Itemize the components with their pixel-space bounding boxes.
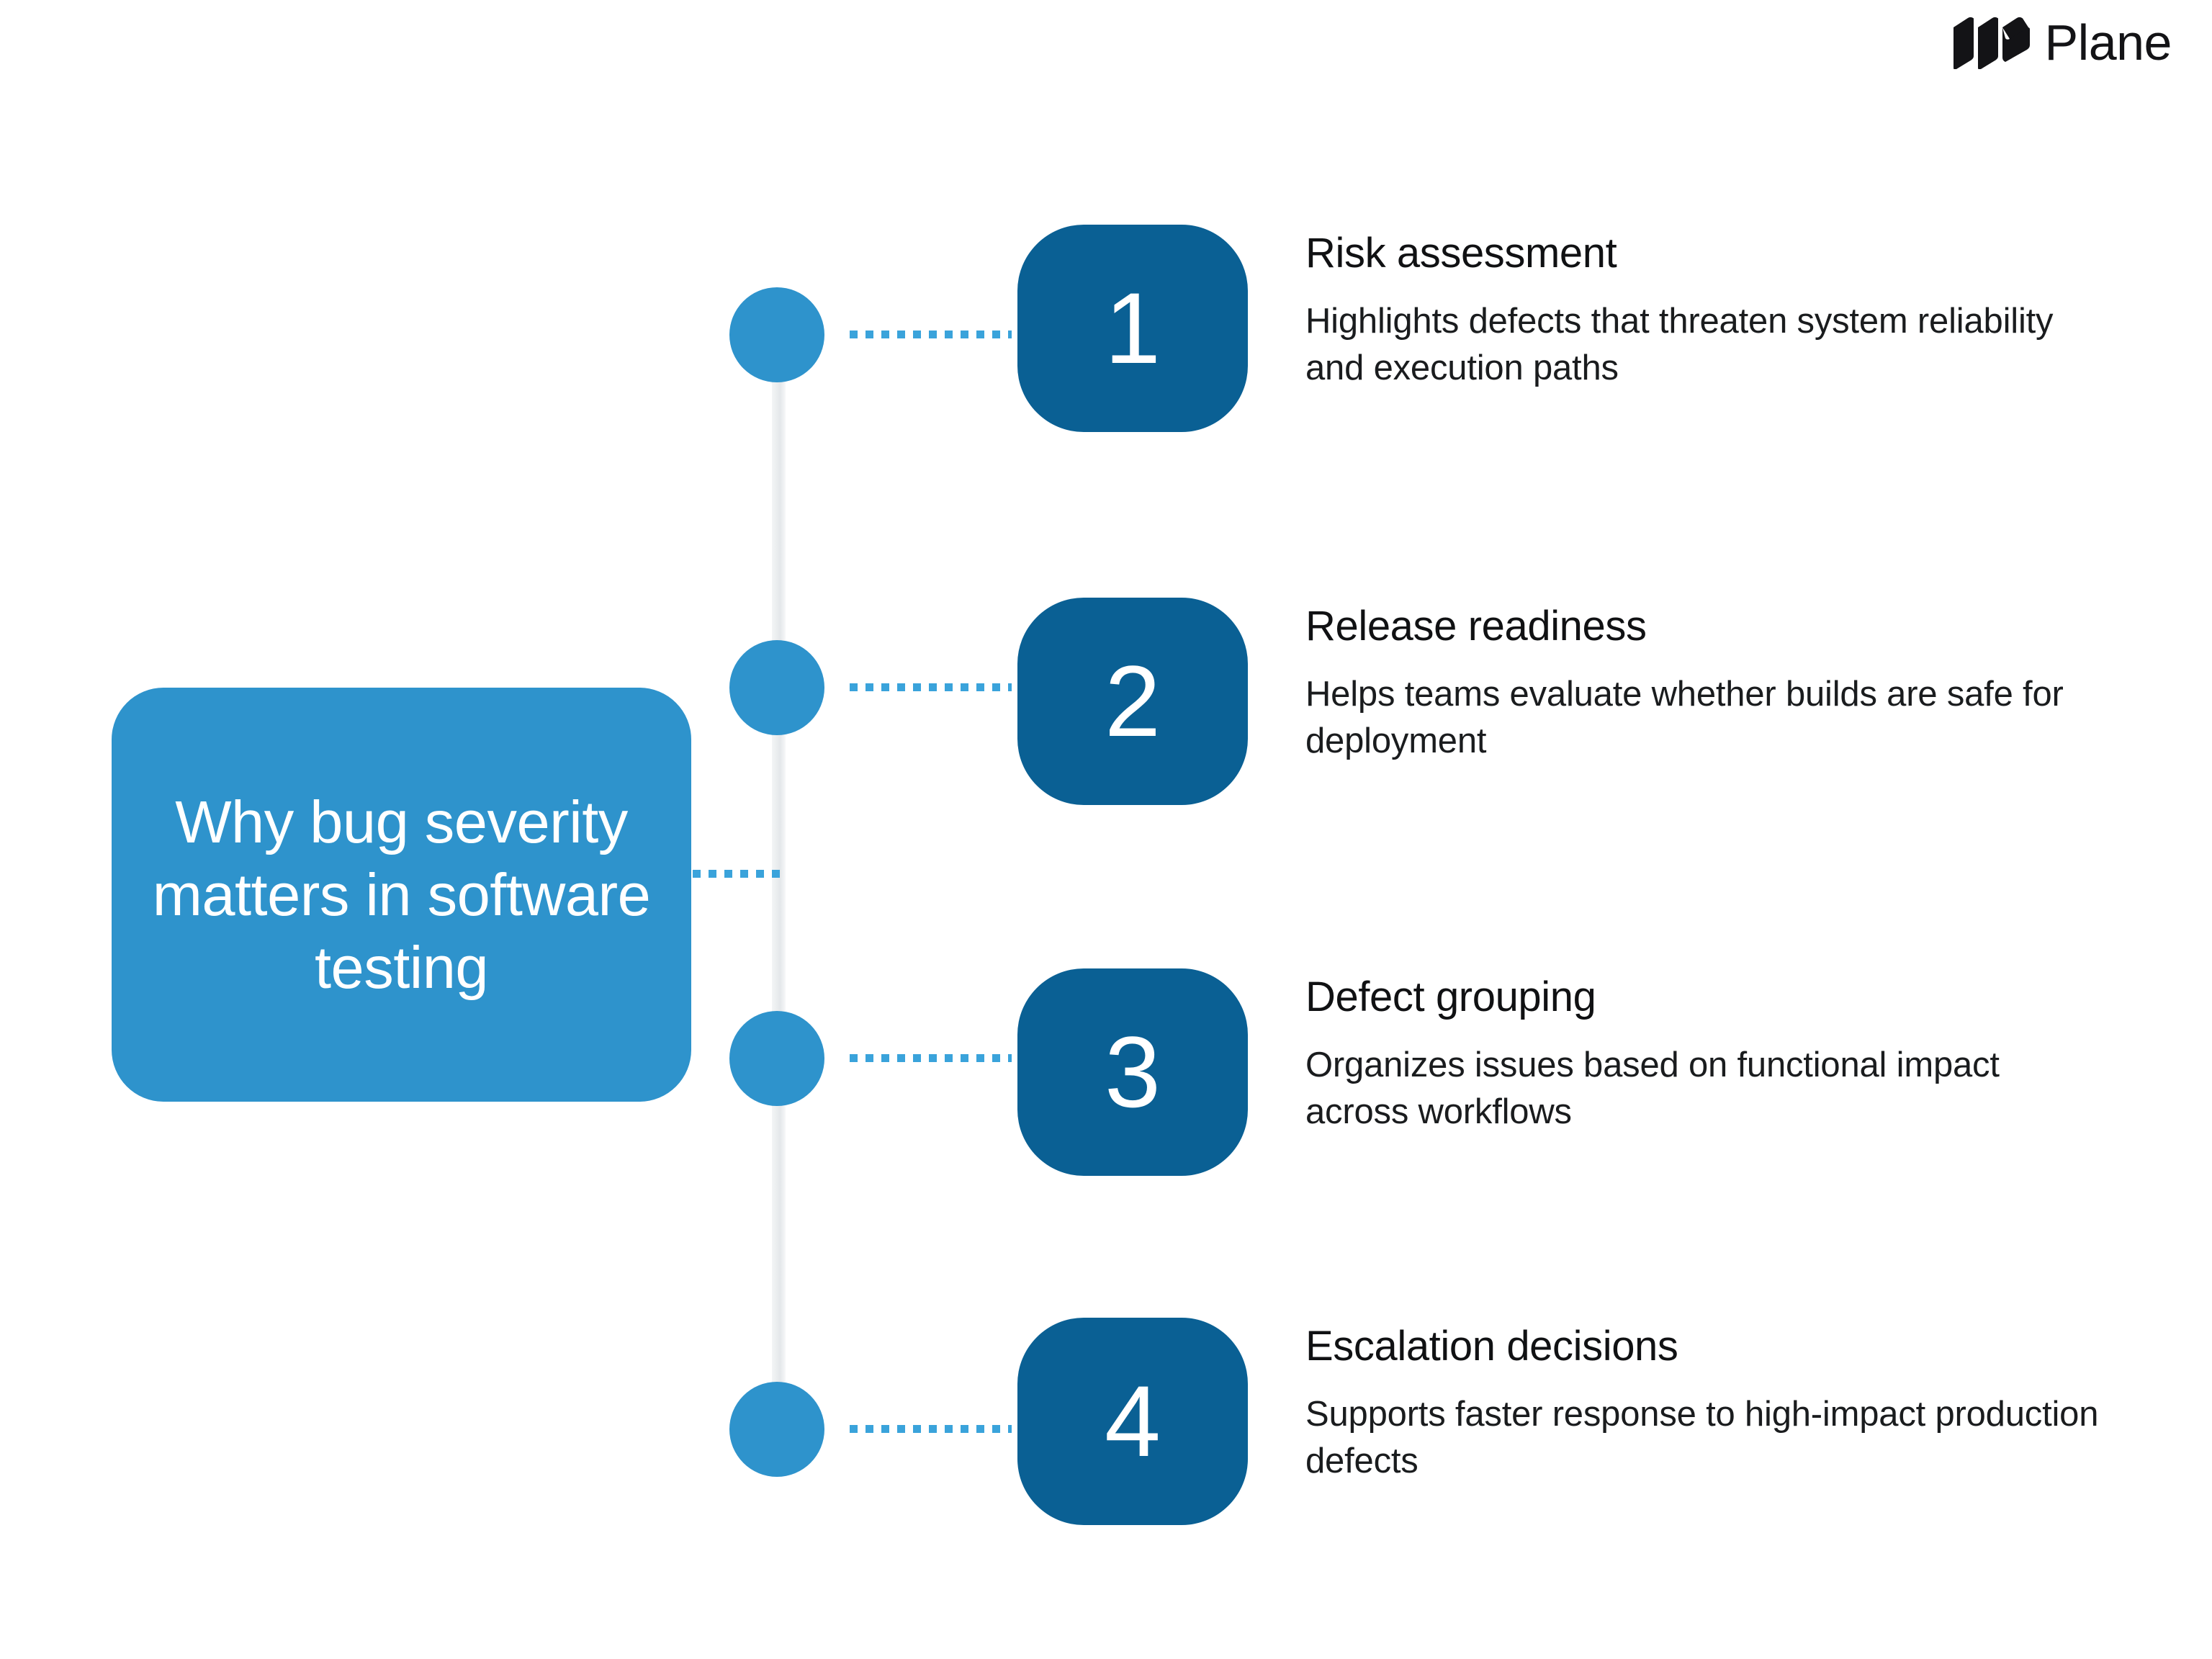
title-card: Why bug severity matters in software tes… bbox=[112, 688, 691, 1102]
step-badge-2: 2 bbox=[1017, 598, 1248, 805]
timeline-rail bbox=[772, 335, 786, 1431]
step-number-2: 2 bbox=[1105, 644, 1161, 757]
step-title-1: Risk assessment bbox=[1305, 230, 1617, 276]
step-text-4: Escalation decisions Supports faster res… bbox=[1305, 1323, 2112, 1485]
brand-name: Plane bbox=[2044, 14, 2172, 71]
timeline-dot-4 bbox=[729, 1382, 824, 1477]
timeline-dot-2 bbox=[729, 640, 824, 735]
step-number-3: 3 bbox=[1105, 1015, 1161, 1128]
timeline-dot-3 bbox=[729, 1011, 824, 1106]
connector-title-to-rail bbox=[693, 870, 783, 878]
connector-dot-3-to-step-3 bbox=[850, 1054, 1012, 1062]
step-badge-4: 4 bbox=[1017, 1318, 1248, 1525]
step-number-1: 1 bbox=[1105, 271, 1161, 385]
step-description-4: Supports faster response to high-impact … bbox=[1305, 1394, 2099, 1481]
page-title: Why bug severity matters in software tes… bbox=[152, 788, 651, 1002]
timeline-dot-1 bbox=[729, 287, 824, 382]
step-number-4: 4 bbox=[1105, 1364, 1161, 1478]
plane-logo-icon bbox=[1954, 17, 2031, 69]
connector-dot-4-to-step-4 bbox=[850, 1425, 1012, 1433]
step-title-2: Release readiness bbox=[1305, 603, 1647, 649]
step-title-4: Escalation decisions bbox=[1305, 1323, 1678, 1370]
step-description-2: Helps teams evaluate whether builds are … bbox=[1305, 674, 2064, 761]
step-text-2: Release readiness Helps teams evaluate w… bbox=[1305, 603, 2112, 765]
step-badge-1: 1 bbox=[1017, 225, 1248, 432]
step-badge-3: 3 bbox=[1017, 968, 1248, 1176]
step-description-1: Highlights defects that threaten system … bbox=[1305, 301, 2054, 388]
connector-dot-2-to-step-2 bbox=[850, 683, 1012, 691]
connector-dot-1-to-step-1 bbox=[850, 331, 1012, 338]
step-text-1: Risk assessment Highlights defects that … bbox=[1305, 230, 2112, 392]
step-text-3: Defect grouping Organizes issues based o… bbox=[1305, 974, 2112, 1136]
brand-logo: Plane bbox=[1952, 16, 2172, 69]
step-title-3: Defect grouping bbox=[1305, 974, 1596, 1020]
step-description-3: Organizes issues based on functional imp… bbox=[1305, 1045, 2000, 1132]
